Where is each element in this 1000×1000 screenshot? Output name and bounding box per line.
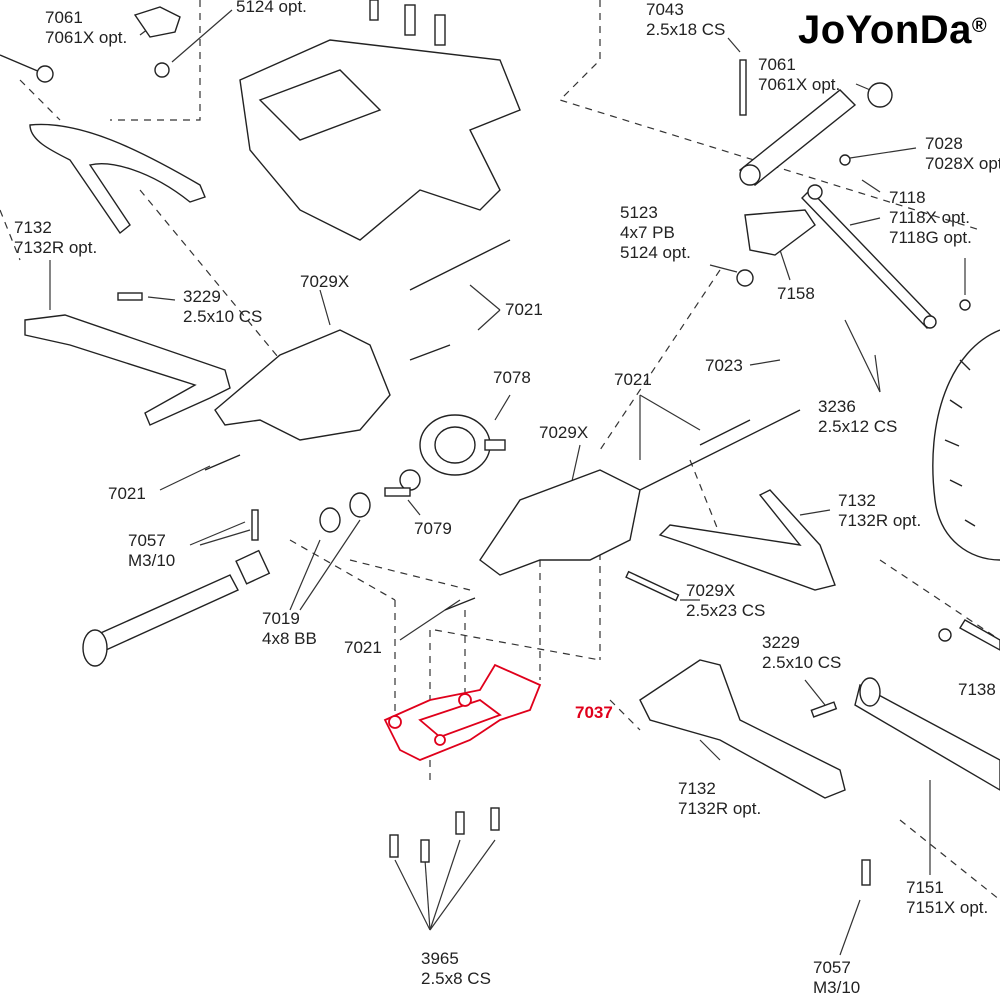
callout-7021-b: 7021 xyxy=(614,370,652,389)
callout-7078: 7078 xyxy=(493,368,531,387)
differential-7078 xyxy=(384,414,506,497)
callout-7029x-mid: 7029X xyxy=(539,423,589,442)
shock-7061-right xyxy=(738,59,893,186)
chassis-top-part xyxy=(239,0,521,241)
callout-7021-c: 7021 xyxy=(108,484,146,503)
callout-7138: 7138 xyxy=(958,680,996,699)
screw-3229-left xyxy=(117,292,143,301)
skid-plate-7037-highlighted xyxy=(383,663,542,761)
upper-arm-7132-mid-left xyxy=(24,314,231,426)
callout-7023: 7023 xyxy=(705,356,743,375)
steering-link-7118 xyxy=(801,154,971,329)
upper-arm-7132-right xyxy=(658,489,836,591)
gearbox-housing-left xyxy=(204,239,511,471)
lower-arm-7132-bottom xyxy=(639,659,846,799)
gearbox-housing-center xyxy=(444,409,801,611)
assembly-guide-lines xyxy=(0,0,1000,901)
upper-arm-7132-left xyxy=(29,123,206,235)
tire-partial xyxy=(932,329,1000,561)
screw-7029x xyxy=(625,570,680,602)
callout-7029x-top: 7029X xyxy=(300,272,350,291)
callout-leader-lines xyxy=(49,9,966,956)
bearings-7019 xyxy=(319,492,371,533)
callout-7037-highlighted: 7037 xyxy=(575,703,613,722)
driveshaft-7057-left xyxy=(82,509,271,667)
callout-7021-d: 7021 xyxy=(344,638,382,657)
rod-end-7138 xyxy=(938,619,1000,651)
callout-7158: 7158 xyxy=(777,284,815,303)
brand-logo: JoYonDa® xyxy=(798,8,988,52)
callout-7021-a: 7021 xyxy=(505,300,543,319)
bellcrank-7158 xyxy=(736,209,816,287)
top-left-rod-end-part xyxy=(0,6,181,83)
driveshaft-7151-right xyxy=(854,677,1000,886)
callout-7079: 7079 xyxy=(414,519,452,538)
screws-3965 xyxy=(389,807,500,863)
callout-5124-top: 5124 opt. xyxy=(236,0,307,16)
